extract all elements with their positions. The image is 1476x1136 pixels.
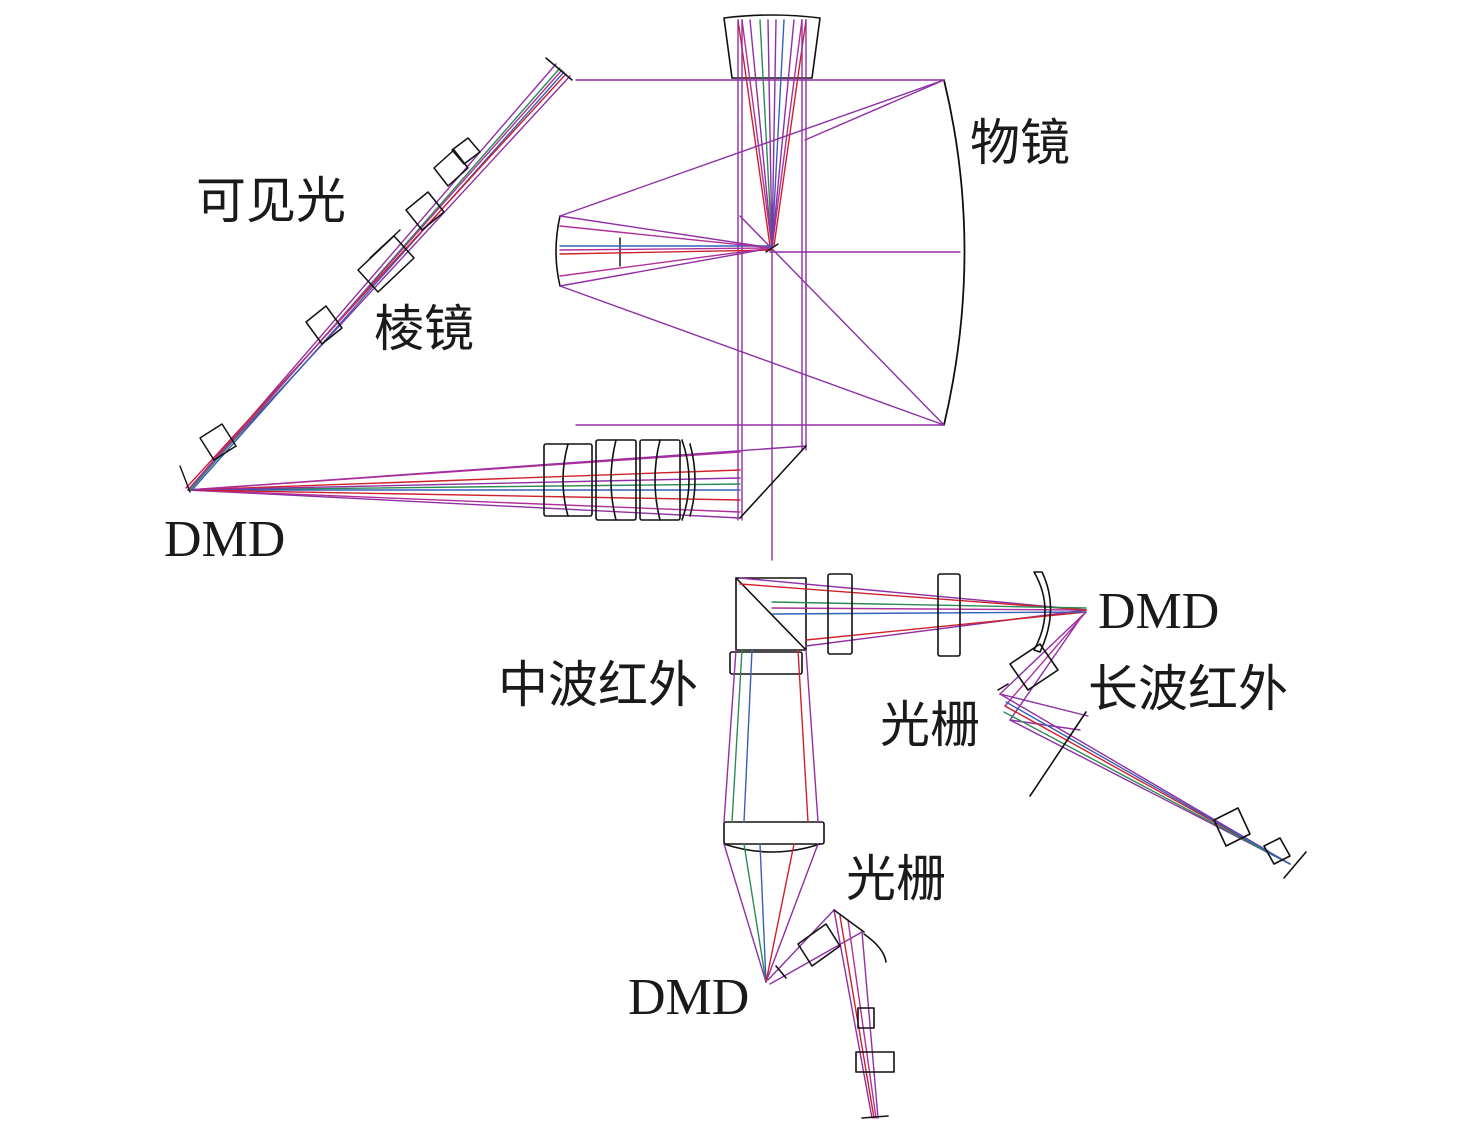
- label-dmd-mwir: DMD: [628, 969, 750, 1026]
- label-prism: 棱镜: [374, 300, 474, 358]
- label-grating-lwir: 光栅: [880, 696, 980, 754]
- mwir-vertical-beam: [723, 649, 819, 983]
- secondary-lens: [555, 215, 561, 287]
- mwir-grating-beam: [767, 909, 879, 1119]
- mirror-beam-lines: [559, 79, 961, 426]
- primary-mirror: [943, 79, 966, 426]
- visible-lens-group: [543, 439, 696, 521]
- mwir-grating-lenses: [775, 909, 895, 1119]
- lwir-lenses: [827, 571, 1052, 657]
- objective-mirror-system: [555, 14, 966, 561]
- top-entrance-lens: [723, 14, 821, 79]
- secondary-ray-fan: [559, 215, 773, 287]
- top-column-ray-bundle: [737, 19, 807, 249]
- visible-diagonal-beam: [185, 63, 571, 491]
- visible-beam-path: [179, 57, 807, 521]
- label-mwir: 中波红外: [498, 656, 698, 714]
- label-dmd-lwir: DMD: [1098, 583, 1220, 640]
- label-lwir: 长波红外: [1088, 660, 1288, 718]
- visible-horizontal-beam: [187, 445, 807, 519]
- label-visible: 可见光: [196, 172, 346, 230]
- mwir-beam-path: [723, 649, 895, 1119]
- lwir-grating-and-lenses: [997, 643, 1307, 879]
- main-column: [737, 19, 807, 561]
- mwir-lens: [723, 651, 825, 853]
- visible-fold-mirror: [739, 445, 807, 519]
- label-grating-mwir: 光栅: [846, 850, 946, 908]
- label-objective: 物镜: [970, 114, 1070, 172]
- infrared-split-path: [735, 571, 1307, 879]
- visible-diagonal-lenses: [199, 57, 573, 461]
- label-dmd-visible: DMD: [164, 511, 286, 568]
